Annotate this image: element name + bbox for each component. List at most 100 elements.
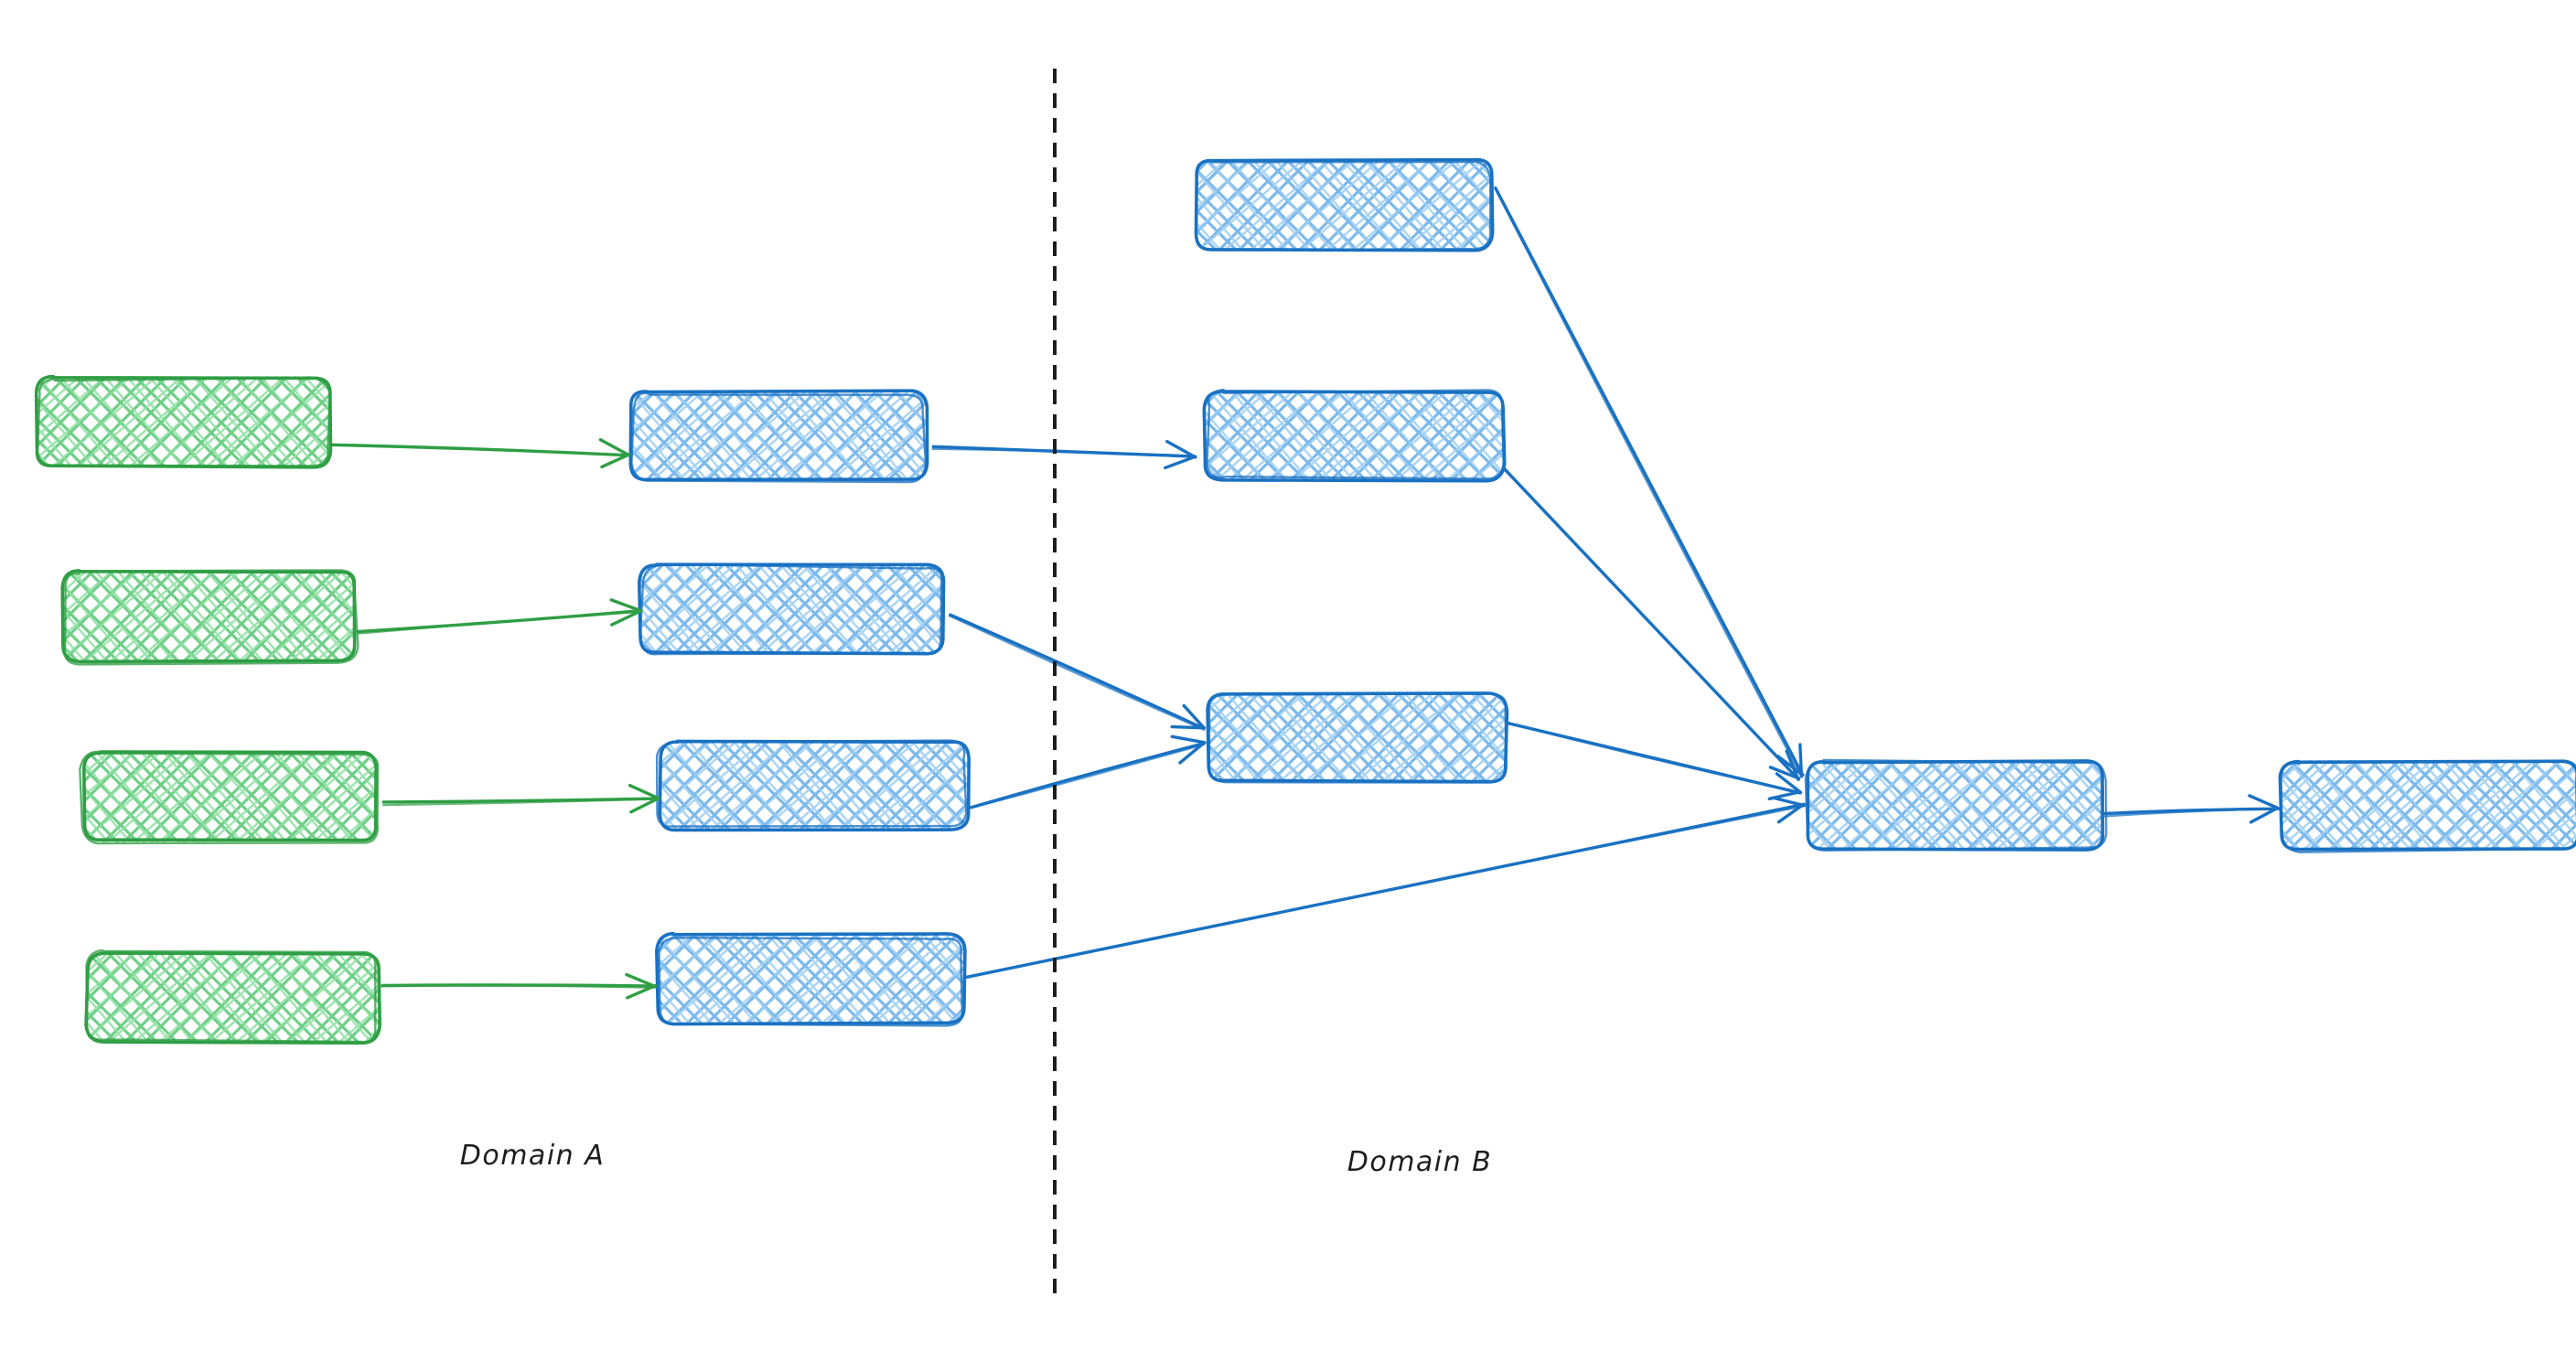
arrowhead-stroke — [610, 609, 643, 627]
node-fill-hatch-overlay — [1808, 760, 2103, 852]
edge-line — [1494, 186, 1805, 777]
node-a1[interactable] — [34, 374, 333, 469]
edge-c3-d1[interactable] — [1504, 721, 1803, 801]
node-b2[interactable] — [637, 563, 946, 656]
edge-line — [1503, 466, 1800, 781]
node-outline — [60, 569, 357, 664]
node-c3[interactable] — [1206, 691, 1509, 784]
node-a4[interactable] — [84, 949, 382, 1045]
arrowhead-stroke — [598, 438, 631, 457]
node-outline — [658, 936, 964, 1027]
node-d1[interactable] — [1804, 758, 2108, 852]
domain-a-label: Domain A — [460, 1140, 605, 1172]
arrowhead-stroke — [1767, 790, 1801, 801]
node-fill-hatch-overlay — [1206, 391, 1505, 479]
node-outline — [36, 376, 331, 467]
node-b3[interactable] — [655, 739, 971, 832]
node-e1[interactable] — [2278, 759, 2576, 853]
edge-b2-c3[interactable] — [948, 613, 1207, 731]
node-fill-hatch-overlay — [639, 564, 944, 654]
node-outline — [655, 931, 967, 1026]
node-outline — [639, 563, 943, 656]
node-outline — [85, 949, 377, 1044]
node-outline — [1208, 691, 1508, 784]
node-outline — [628, 389, 929, 482]
node-fill-hatch-overlay — [84, 752, 378, 842]
edge-line — [971, 743, 1206, 809]
arrowhead-stroke — [1772, 796, 1806, 808]
node-a3[interactable] — [79, 750, 380, 845]
arrowhead-stroke — [1182, 703, 1206, 730]
edge-line — [2102, 808, 2279, 818]
arrowhead-stroke — [1178, 741, 1206, 765]
arrowhead-stroke — [1776, 755, 1805, 777]
edge-line — [931, 447, 1197, 458]
edge-b1-c2[interactable] — [931, 439, 1197, 470]
edge-b4-d1[interactable] — [964, 796, 1806, 980]
arrowhead-stroke — [1768, 766, 1801, 780]
edge-a2-b2[interactable] — [356, 598, 643, 635]
node-a2[interactable] — [60, 569, 360, 666]
arrowhead-stroke — [2249, 806, 2279, 824]
edge-line — [948, 615, 1206, 731]
edges-layer — [328, 186, 2281, 1000]
node-fill-hatch-overlay — [36, 376, 329, 467]
arrowhead-stroke — [628, 783, 660, 800]
node-outline — [655, 739, 968, 828]
node-fill-hatch-overlay — [61, 570, 356, 660]
edge-line — [381, 984, 657, 989]
edge-d1-e1[interactable] — [2101, 794, 2281, 824]
arrowhead-stroke — [1165, 439, 1197, 459]
arrowhead-stroke — [2248, 794, 2280, 809]
edge-line — [357, 610, 642, 635]
arrowhead-stroke — [629, 796, 660, 814]
edge-line — [1506, 722, 1802, 794]
node-outline — [630, 391, 928, 484]
node-fill-hatch-overlay — [85, 952, 380, 1044]
node-fill-hatch-overlay — [2281, 760, 2576, 849]
arrowhead-stroke — [626, 983, 658, 1000]
domain-b-label: Domain B — [1347, 1146, 1493, 1178]
node-outline — [1804, 758, 2108, 852]
node-fill-hatch-overlay — [1207, 692, 1507, 781]
node-c1[interactable] — [1194, 157, 1495, 252]
arrowhead-stroke — [609, 598, 641, 612]
edge-a4-b4[interactable] — [381, 972, 658, 1000]
edge-b3-c3[interactable] — [970, 734, 1207, 809]
edge-c2-d1[interactable] — [1502, 466, 1801, 781]
edge-line — [330, 444, 630, 456]
node-b1[interactable] — [628, 389, 929, 484]
node-outline — [1206, 388, 1505, 480]
edge-line — [970, 741, 1207, 809]
node-c2[interactable] — [1202, 388, 1507, 483]
edge-line — [381, 798, 660, 807]
arrowhead-stroke — [600, 453, 631, 469]
node-outline — [63, 569, 360, 666]
arrowhead-stroke — [1164, 455, 1197, 470]
edge-a3-b3[interactable] — [381, 783, 660, 814]
arrowhead-stroke — [1170, 734, 1207, 745]
arrowhead-stroke — [1776, 802, 1806, 824]
node-outline — [658, 739, 971, 832]
node-outline — [79, 750, 380, 845]
node-outline — [84, 951, 382, 1045]
arrowhead-stroke — [1798, 743, 1804, 778]
arrowhead-stroke — [1775, 772, 1803, 795]
arrowhead-stroke — [1785, 749, 1800, 781]
arrowhead-stroke — [1170, 724, 1207, 730]
edge-line — [964, 805, 1806, 979]
arrowhead-stroke — [625, 972, 657, 989]
node-outline — [1195, 158, 1492, 252]
nodes-layer — [34, 157, 2576, 1045]
node-outline — [81, 750, 378, 842]
edge-line — [949, 613, 1205, 730]
node-fill-hatch-overlay — [656, 934, 964, 1023]
node-fill-hatch-overlay — [630, 391, 927, 480]
edge-line — [1495, 189, 1803, 778]
edge-c1-d1[interactable] — [1494, 186, 1805, 778]
node-b4[interactable] — [655, 931, 967, 1027]
node-fill-hatch-overlay — [1196, 160, 1492, 250]
edge-a1-b1[interactable] — [328, 438, 631, 469]
